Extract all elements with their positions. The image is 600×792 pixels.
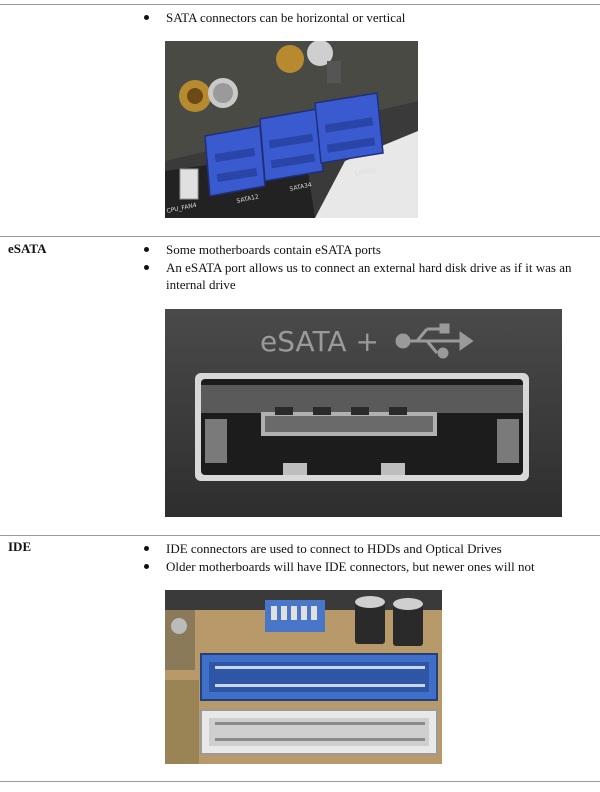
table-rule: [0, 535, 600, 536]
sata-bullet-list: SATA connectors can be horizontal or ver…: [140, 9, 590, 27]
ide-connectors-photo: [165, 590, 442, 764]
bullet-icon: [144, 546, 149, 551]
bullet-text: An eSATA port allows us to connect an ex…: [166, 260, 572, 292]
sata56-label: SATA56: [354, 166, 378, 178]
esata-logo-text: eSATA +: [260, 325, 379, 358]
table-rule: [0, 781, 600, 782]
term-esata: eSATA: [8, 241, 47, 256]
bullet-item: An eSATA port allows us to connect an ex…: [140, 259, 590, 293]
bullet-icon: [144, 15, 149, 20]
sata12-label: SATA12: [236, 193, 260, 205]
ide-bullet-list: IDE connectors are used to connect to HD…: [140, 540, 590, 576]
esata-bullet-list: Some motherboards contain eSATA ports An…: [140, 241, 590, 294]
sata-connectors-photo: SATA12 SATA34 SATA56 CPU_FAN4: [165, 41, 418, 218]
bullet-icon: [144, 265, 149, 270]
table-rule: [0, 4, 600, 5]
bullet-text: SATA connectors can be horizontal or ver…: [166, 10, 406, 25]
bullet-item: IDE connectors are used to connect to HD…: [140, 540, 590, 557]
table-rule: [0, 236, 600, 237]
bullet-item: Some motherboards contain eSATA ports: [140, 241, 590, 258]
sata34-label: SATA34: [289, 181, 313, 193]
bullet-text: Some motherboards contain eSATA ports: [166, 242, 381, 257]
bullet-icon: [144, 247, 149, 252]
bullet-text: IDE connectors are used to connect to HD…: [166, 541, 502, 556]
usb-icon: [395, 323, 474, 359]
term-ide: IDE: [8, 539, 32, 554]
esata-port-photo: eSATA +: [165, 309, 562, 517]
bullet-item: SATA connectors can be horizontal or ver…: [140, 9, 590, 26]
bullet-text: Older motherboards will have IDE connect…: [166, 559, 535, 574]
bullet-icon: [144, 564, 149, 569]
bullet-item: Older motherboards will have IDE connect…: [140, 558, 590, 575]
